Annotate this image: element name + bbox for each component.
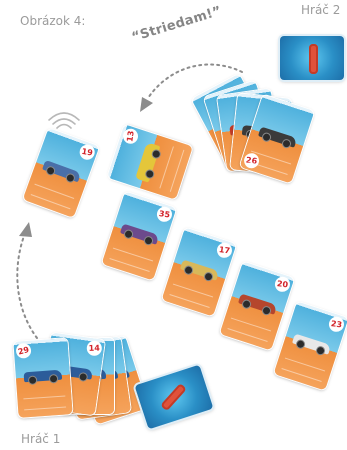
card-number: 17 bbox=[216, 242, 233, 259]
card-number: 20 bbox=[274, 276, 291, 293]
wifi-signal-icon bbox=[49, 113, 79, 128]
card-number: 19 bbox=[79, 144, 96, 161]
card-number: 13 bbox=[122, 128, 139, 145]
deck-back-icon bbox=[309, 44, 318, 74]
curved-arrow-icon bbox=[17, 236, 37, 338]
arrowhead-left bbox=[19, 222, 32, 237]
card-number: 35 bbox=[156, 206, 173, 223]
arrowhead-top bbox=[140, 97, 153, 112]
card-number: 14 bbox=[87, 340, 103, 356]
deck-back-icon bbox=[160, 383, 187, 411]
player2-deck[interactable] bbox=[280, 36, 344, 80]
card-number: 29 bbox=[14, 342, 32, 360]
player1-hand-card-front[interactable]: 29 bbox=[13, 338, 72, 418]
card-number: 23 bbox=[328, 316, 345, 333]
